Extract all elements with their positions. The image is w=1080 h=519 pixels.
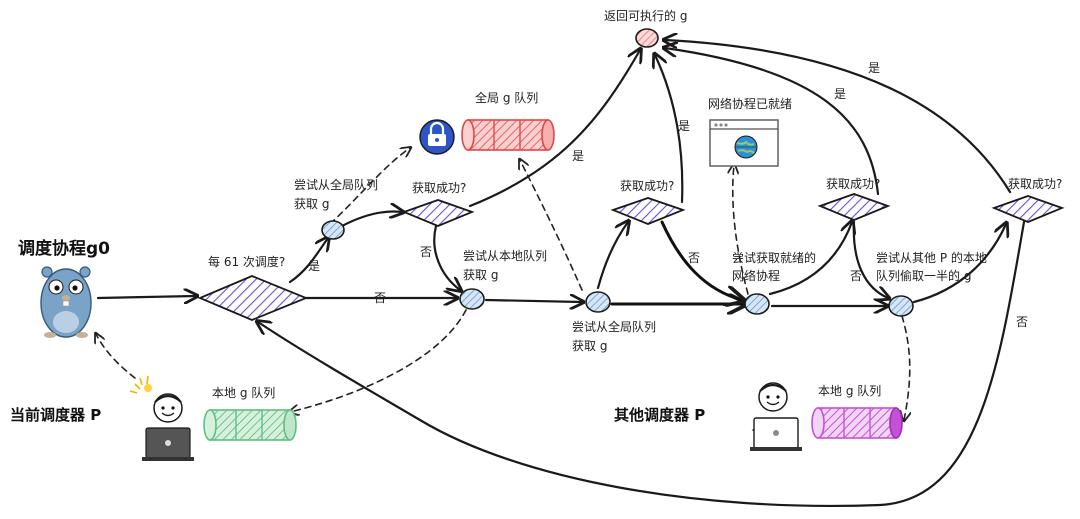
edge-steal-to-success4: [912, 224, 1006, 304]
title-other-p: 其他调度器 P: [614, 406, 705, 424]
label-no-4: 否: [850, 269, 862, 283]
label-success-1: 获取成功?: [412, 181, 466, 195]
label-yes-2: 是: [572, 149, 584, 163]
global-queue: [461, 119, 555, 151]
label-try-global-2b: 获取 g: [572, 339, 607, 353]
label-no-5: 否: [1016, 315, 1028, 329]
person-laptop-left-icon: [129, 375, 194, 461]
label-try-net-b: 网络协程: [732, 268, 780, 283]
label-success-3: 获取成功?: [826, 177, 880, 191]
text-labels: 调度协程g0 当前调度器 P 其他调度器 P 返回可执行的 g 全局 g 队列 …: [10, 8, 1062, 424]
edges: [96, 40, 1026, 508]
label-global-queue: 全局 g 队列: [475, 90, 538, 105]
edge-success1-no: [433, 224, 460, 290]
edge-success4-no-loop: [258, 220, 1026, 508]
edge-success3-yes: [665, 48, 880, 196]
node-steal: [888, 295, 914, 317]
label-steal-b: 队列偷取一半的 g: [876, 268, 971, 283]
decision-every-61: [197, 275, 309, 321]
label-yes-1: 是: [308, 259, 320, 273]
browser-globe-icon: [709, 119, 779, 167]
edge-net-to-success3: [768, 222, 852, 296]
label-network-ready: 网络协程已就绪: [708, 96, 792, 111]
edge-success2-no: [660, 220, 742, 300]
node-try-global-2: [585, 291, 611, 313]
label-no-3: 否: [688, 251, 700, 265]
label-try-global-1a: 尝试从全局队列: [294, 177, 378, 192]
edge-global2-to-success2: [596, 222, 628, 290]
label-local-queue-right: 本地 g 队列: [818, 383, 881, 398]
label-steal-a: 尝试从其他 P 的本地: [876, 250, 987, 265]
label-try-local-a: 尝试从本地队列: [463, 248, 547, 263]
node-return-g: [635, 28, 659, 48]
label-yes-4: 是: [834, 87, 846, 101]
local-queue-right: [811, 407, 903, 439]
dash-local-to-queue: [290, 309, 467, 412]
title-scheduler-goroutine: 调度协程g0: [18, 238, 110, 259]
edge-success1-yes: [468, 50, 640, 208]
edge-local-to-global2: [484, 300, 582, 302]
label-success-4: 获取成功?: [1008, 177, 1062, 191]
label-no-1: 否: [374, 291, 386, 305]
edge-success4-yes: [665, 40, 1012, 194]
dash-global-to-lock: [329, 148, 410, 225]
action-nodes: [321, 28, 914, 317]
label-every-61: 每 61 次调度?: [208, 254, 285, 269]
decision-success-2: [610, 197, 686, 225]
label-success-2: 获取成功?: [620, 179, 674, 193]
decision-success-1: [401, 199, 475, 227]
local-queue-left: [203, 409, 297, 441]
label-try-global-1b: 获取 g: [294, 197, 329, 211]
label-try-net-a: 尝试获取就绪的: [732, 250, 816, 265]
label-try-local-b: 获取 g: [463, 268, 498, 282]
dash-net-to-browser: [733, 165, 749, 295]
label-try-global-2a: 尝试从全局队列: [572, 319, 656, 334]
decision-success-4: [991, 195, 1065, 223]
decision-success-3: [817, 193, 891, 221]
lock-icon: [419, 119, 455, 155]
gopher-mascot-icon: [40, 266, 92, 338]
node-try-global-1: [321, 220, 345, 240]
edge-g0-to-check61: [96, 296, 196, 298]
label-no-2: 否: [420, 245, 432, 259]
edge-success3-no: [852, 220, 888, 298]
dash-p-to-g0: [96, 334, 136, 379]
node-try-network: [744, 293, 770, 315]
node-try-local: [459, 288, 485, 310]
label-return-g: 返回可执行的 g: [604, 8, 687, 23]
title-current-p: 当前调度器 P: [10, 406, 101, 424]
decision-diamonds: [197, 193, 1065, 321]
person-laptop-right-icon: [750, 382, 802, 451]
edge-success2-yes: [655, 55, 684, 204]
edge-global-to-success1: [340, 212, 402, 228]
label-yes-3: 是: [678, 119, 690, 133]
label-yes-5: 是: [868, 61, 880, 75]
label-local-queue-left: 本地 g 队列: [212, 385, 275, 400]
edge-check61-yes: [288, 238, 328, 284]
dash-steal-to-queue: [902, 315, 910, 420]
dash-global2-to-queue: [520, 160, 583, 291]
